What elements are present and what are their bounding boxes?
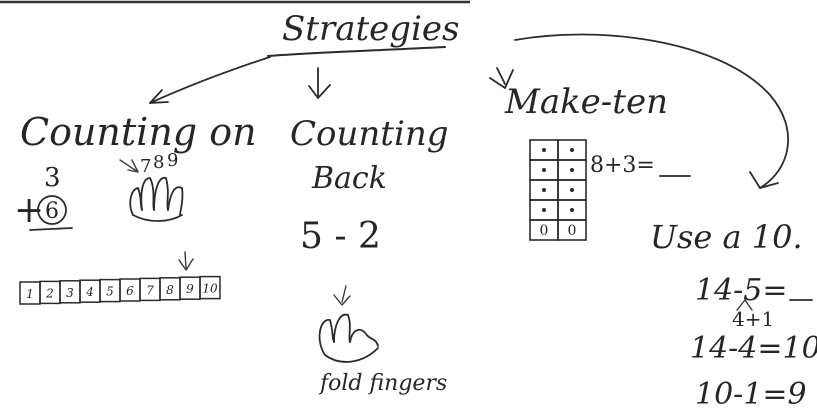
arrow-to-counting-on: [149, 56, 271, 104]
ten-frame-dot: [570, 208, 574, 212]
counting-on-underline: [29, 227, 73, 231]
hand-drawing-fold-fingers: [318, 313, 379, 363]
number-strip-label: 8: [166, 283, 174, 297]
arrow-to-use-a-ten: [514, 33, 790, 189]
svg-text:7: 7: [140, 156, 151, 177]
counting-back-caption: fold fingers: [318, 371, 447, 396]
svg-text:8: 8: [153, 152, 164, 173]
use-a-ten-line3: 10-1=9: [695, 377, 807, 412]
counting-on-addend-circled: 6: [45, 199, 59, 224]
number-strip-label: 5: [106, 285, 114, 299]
number-strip-label: 6: [126, 284, 134, 298]
arrow-to-number-strip: [178, 251, 194, 271]
use-a-ten-heading: Use a 10.: [650, 218, 803, 256]
ten-frame-bottom-label: 0: [540, 223, 549, 239]
ten-frame-dot: [542, 208, 546, 212]
arrow-to-fold-hand: [333, 285, 351, 306]
arrow-to-make-ten: [489, 67, 514, 89]
number-strip-label: 3: [66, 286, 74, 300]
number-strip-label: 10: [202, 282, 218, 296]
title-underline: [267, 46, 446, 57]
counting-back-heading-1: Counting: [290, 114, 448, 154]
number-strip-label: 9: [186, 282, 194, 296]
number-strip-label: 1: [26, 287, 34, 301]
ten-frame-dot: [570, 148, 574, 152]
use-a-ten-decompose: 4+1: [732, 307, 774, 331]
circled-addend: [37, 195, 67, 225]
svg-text:9: 9: [167, 150, 178, 171]
number-strip-cell: [199, 275, 221, 300]
number-strip-label: 2: [45, 286, 54, 300]
counting-on-heading: Counting on: [20, 110, 257, 154]
counting-back-problem: 5 - 2: [300, 216, 381, 257]
ten-frame-dot: [542, 168, 546, 172]
make-ten-equation: 8+3=: [590, 153, 655, 178]
counting-on-plus-sign: +: [14, 190, 44, 231]
number-strip-label: 4: [85, 285, 94, 299]
title-strategies: Strategies: [282, 9, 459, 49]
finger-count-labels: 7 8 9: [119, 150, 178, 177]
ten-frame-bottom-label: 0: [568, 223, 577, 239]
make-ten-heading: Make-ten: [504, 82, 668, 122]
counting-back-heading-2: Back: [311, 161, 387, 196]
ten-frame-dot: [542, 188, 546, 192]
number-strip-label: 7: [146, 283, 154, 297]
ten-frame-dot: [542, 148, 546, 152]
decompose-branch: [736, 299, 753, 311]
hand-drawing-counting-on: [129, 177, 184, 222]
ten-frame-dot: [570, 168, 574, 172]
counting-on-addend-top: 3: [44, 163, 61, 193]
use-a-ten-line2: 14-4=10: [690, 331, 817, 366]
ten-frame-cell: [557, 219, 587, 241]
ten-frame-dot: [570, 188, 574, 192]
arrow-to-counting-back: [308, 67, 331, 99]
use-a-ten-line1: 14-5=: [695, 273, 788, 308]
